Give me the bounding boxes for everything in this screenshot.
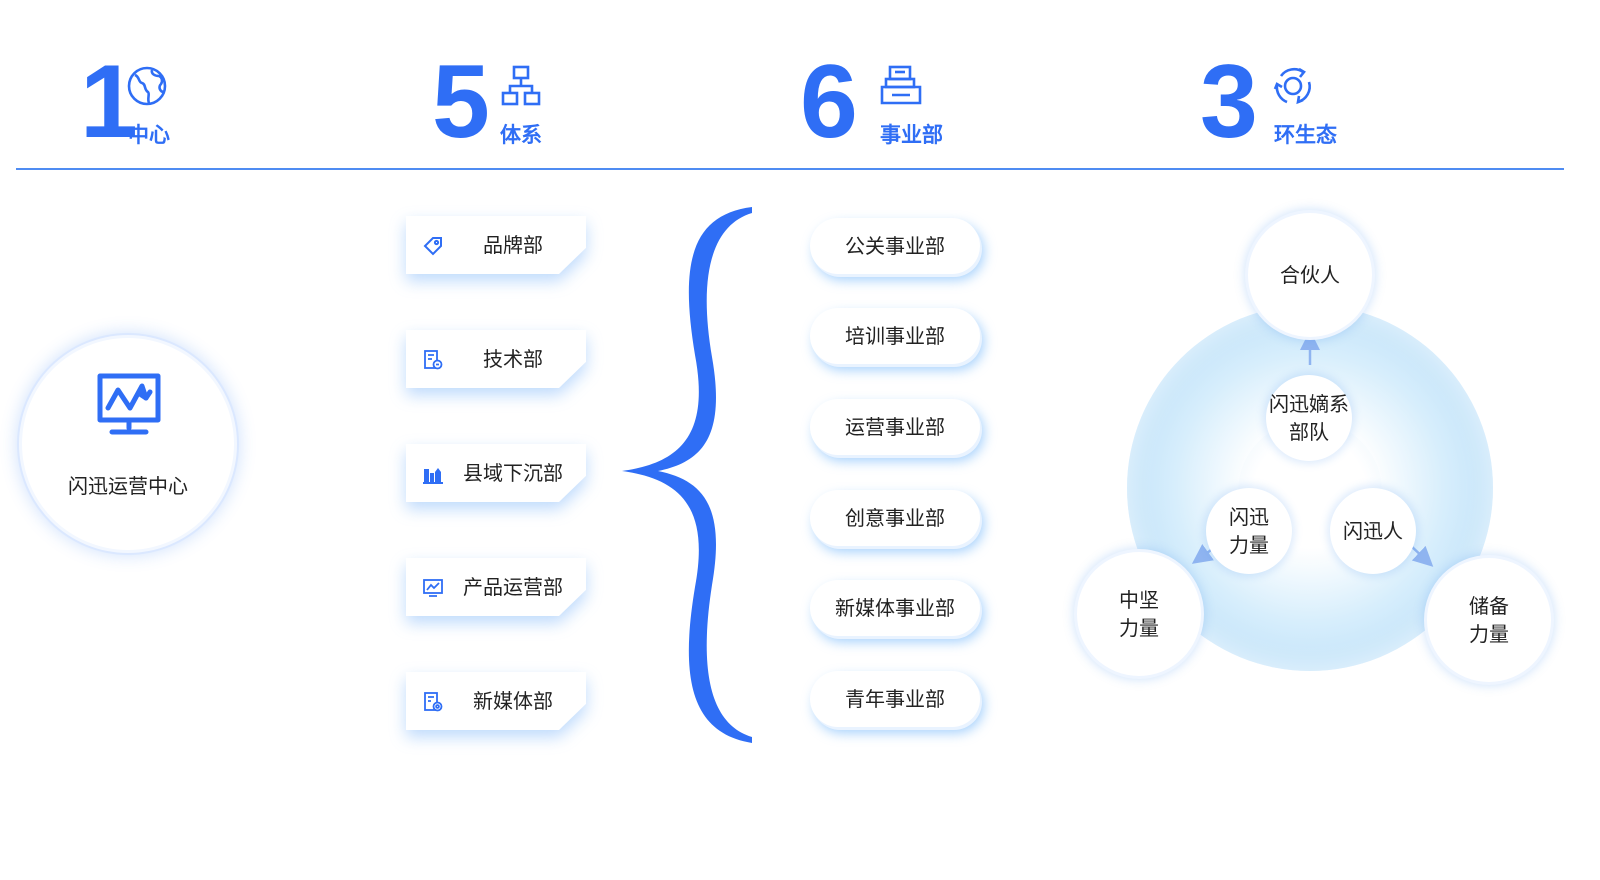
department-item: 培训事业部 [810, 308, 984, 370]
stat-label: 体系 [500, 123, 542, 147]
department-item: 公关事业部 [810, 218, 984, 280]
department-label: 青年事业部 [845, 687, 945, 711]
header-divider [16, 168, 1564, 170]
curly-brace [620, 205, 770, 745]
cycle-arrows-icon [1272, 65, 1314, 107]
stat-ecosystem: 3 环生态 [1200, 44, 1400, 160]
system-item: 品牌部 [406, 216, 586, 274]
node-xun-force: 闪迅 力量 [1206, 488, 1292, 574]
stat-number: 1 [80, 44, 138, 160]
department-item: 创意事业部 [810, 490, 984, 552]
node-partner: 合伙人 [1248, 213, 1372, 337]
node-label-line: 闪迅 [1229, 505, 1269, 529]
node-label-line: 力量 [1469, 622, 1509, 646]
node-label-line: 储备 [1469, 594, 1509, 618]
stat-label: 环生态 [1274, 123, 1337, 147]
department-label: 运营事业部 [845, 415, 945, 439]
stat-label: 中心 [128, 123, 170, 147]
node-label: 合伙人 [1280, 263, 1340, 287]
system-label: 技术部 [483, 347, 543, 371]
monitor-trend-icon [96, 372, 162, 438]
stat-number: 6 [800, 44, 858, 160]
node-reserve-force: 储备 力量 [1427, 558, 1551, 682]
department-label: 培训事业部 [845, 324, 945, 348]
center-label: 闪迅运营中心 [68, 474, 188, 498]
department-label: 公关事业部 [845, 234, 945, 258]
system-label: 品牌部 [483, 233, 543, 257]
node-label: 闪迅人 [1343, 519, 1403, 543]
system-item: 新媒体部 [406, 672, 586, 730]
node-label-line: 力量 [1229, 533, 1269, 557]
system-item: 产品运营部 [406, 558, 586, 616]
node-xun-people: 闪迅人 [1330, 488, 1416, 574]
node-label-line: 中坚 [1119, 588, 1159, 612]
node-core-force: 中坚 力量 [1077, 552, 1201, 676]
department-item: 运营事业部 [810, 399, 984, 461]
system-label: 新媒体部 [473, 689, 553, 713]
tech-document-icon [422, 349, 444, 371]
system-item: 县域下沉部 [406, 444, 586, 502]
stat-center: 1 中心 [80, 44, 240, 160]
node-label-line: 闪迅嫡系 [1269, 392, 1349, 416]
stat-label: 事业部 [880, 123, 943, 147]
department-item: 新媒体事业部 [810, 580, 984, 642]
server-box-icon [880, 65, 922, 107]
center-node: 闪迅运营中心 [22, 338, 234, 550]
city-buildings-icon [422, 463, 444, 485]
system-label: 产品运营部 [463, 575, 563, 599]
system-label: 县域下沉部 [463, 461, 563, 485]
stat-departments: 6 事业部 [800, 44, 1000, 160]
tag-icon [422, 235, 444, 257]
org-chart-icon [500, 65, 542, 107]
stat-number: 5 [432, 44, 490, 160]
monitor-chart-icon [422, 577, 444, 599]
system-item: 技术部 [406, 330, 586, 388]
node-direct-troops: 闪迅嫡系 部队 [1266, 375, 1352, 461]
media-document-icon [422, 691, 444, 713]
department-label: 新媒体事业部 [835, 596, 955, 620]
department-label: 创意事业部 [845, 506, 945, 530]
node-label-line: 部队 [1289, 420, 1329, 444]
department-item: 青年事业部 [810, 671, 984, 733]
stat-systems: 5 体系 [432, 44, 612, 160]
node-label-line: 力量 [1119, 616, 1159, 640]
globe-icon [126, 65, 168, 107]
stat-number: 3 [1200, 44, 1258, 160]
